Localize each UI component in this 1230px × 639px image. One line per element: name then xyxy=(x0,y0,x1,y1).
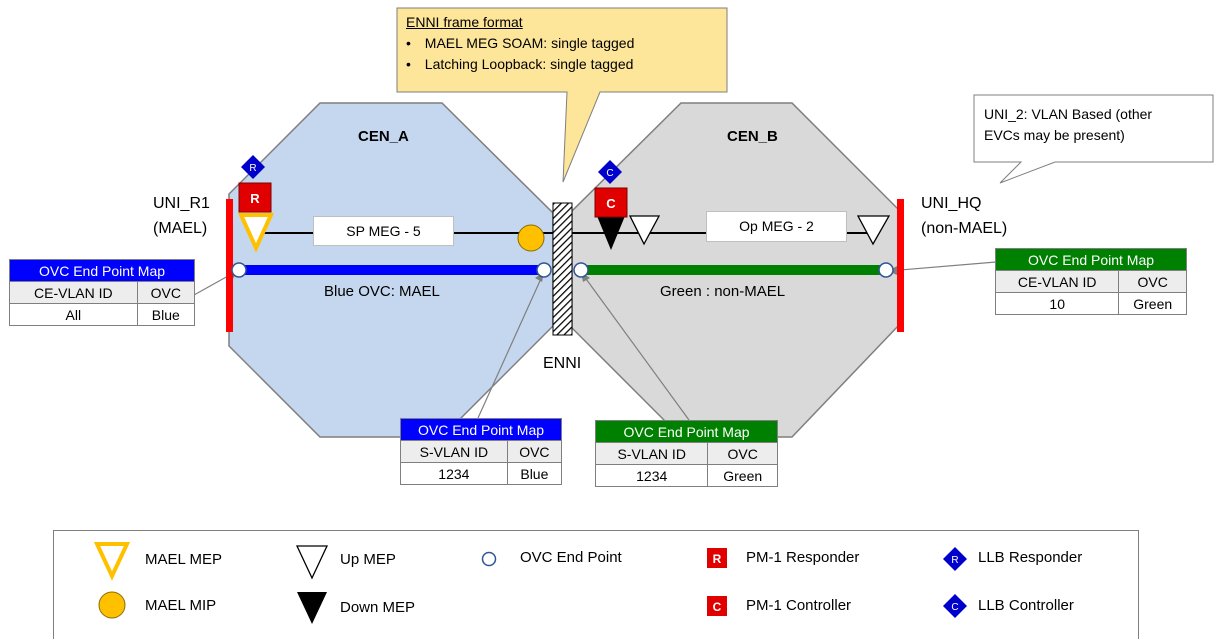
ovc-map-col: OVC xyxy=(707,442,778,465)
legend-pm1-controller-letter: C xyxy=(713,600,722,614)
ovc-end-point-uni-r1 xyxy=(231,262,247,278)
legend-llb-controller-icon xyxy=(943,594,967,618)
ovc-map-cell: All xyxy=(9,303,138,326)
legend-pm1-controller-label: PM-1 Controller xyxy=(746,597,852,614)
uni-r1-label: UNI_R1 (MAEL) xyxy=(153,191,210,241)
ovc-end-point-enni-a xyxy=(536,262,552,278)
pm1-responder-icon xyxy=(238,182,272,213)
enni-callout-title: ENNI frame format xyxy=(406,14,523,30)
legend-ovc-end-point-icon xyxy=(481,551,497,567)
ovc-map-col: CE-VLAN ID xyxy=(994,270,1120,293)
enni-callout: ENNI frame format • MAEL MEG SOAM: singl… xyxy=(406,12,634,75)
uni-hq-bar xyxy=(897,199,904,332)
legend-pm1-responder-letter: R xyxy=(713,552,722,566)
legend-down-mep-icon xyxy=(297,592,327,624)
ovc-map-col: OVC xyxy=(1118,270,1187,293)
cen-a-label: CEN_A xyxy=(358,128,409,145)
legend-pm1-responder-icon xyxy=(707,548,727,568)
sp-meg-label: SP MEG - 5 xyxy=(313,216,454,246)
legend-llb-responder-label: LLB Responder xyxy=(978,549,1083,566)
legend-ovc-end-point-label: OVC End Point xyxy=(520,549,622,566)
legend-up-mep-label: Up MEP xyxy=(340,551,396,568)
uni-r1-label-line: UNI_R1 xyxy=(153,195,210,212)
llb-controller-icon xyxy=(598,160,622,184)
enni-callout-bullet: • Latching Loopback: single tagged xyxy=(406,56,634,72)
legend-llb-responder-icon xyxy=(943,547,967,571)
op-meg-label: Op MEG - 2 xyxy=(706,211,847,242)
uni2-callout: UNI_2: VLAN Based (other EVCs may be pre… xyxy=(984,104,1152,146)
ovc-map-col: CE-VLAN ID xyxy=(9,281,138,304)
green-ovc-label: Green : non-MAEL xyxy=(660,283,786,300)
enni-label: ENNI xyxy=(543,355,582,372)
ovc-map-cell: Blue xyxy=(136,303,196,326)
legend-up-mep-icon xyxy=(295,545,329,580)
ovc-map-cell: Green xyxy=(1118,292,1187,315)
ovc-map-col: OVC xyxy=(506,440,563,463)
ovc-end-point-uni-hq xyxy=(878,262,894,278)
blue-ovc-label: Blue OVC: MAEL xyxy=(324,283,440,300)
mael-mip-icon xyxy=(517,224,545,252)
enni-bar xyxy=(552,202,573,336)
ovc-map-col: OVC xyxy=(136,281,196,304)
pm1-controller-letter: C xyxy=(606,196,616,211)
uni2-callout-line: EVCs may be present) xyxy=(984,127,1125,143)
ovc-map-cell: 1234 xyxy=(400,462,508,485)
legend-mael-mip-icon xyxy=(98,591,126,619)
uni-hq-label-line: UNI_HQ xyxy=(921,195,982,212)
ovc-map-cell: Blue xyxy=(506,462,563,485)
legend-pm1-controller-icon xyxy=(707,596,727,616)
llb-controller-letter: C xyxy=(606,168,613,179)
ovc-map-col: S-VLAN ID xyxy=(400,440,508,463)
ovc-map-col: S-VLAN ID xyxy=(594,442,709,465)
uni2-callout-line: UNI_2: VLAN Based (other xyxy=(984,106,1153,122)
enni-b-map-pointer xyxy=(580,271,690,421)
llb-responder-icon xyxy=(241,155,265,179)
uni-r1-bar xyxy=(226,199,233,332)
enni-a-map-pointer xyxy=(477,271,545,419)
enni-callout-bullet: • MAEL MEG SOAM: single tagged xyxy=(406,35,635,51)
ovc-map-title: OVC End Point Map xyxy=(400,418,562,441)
mael-mep-icon xyxy=(237,213,275,253)
uni-hq-label-line: (non-MAEL) xyxy=(921,220,1008,237)
legend-mael-mep-icon xyxy=(93,542,131,581)
legend-llb-controller-letter: C xyxy=(951,602,958,613)
up-mep-icon xyxy=(856,215,891,246)
ovc-map-cell: 10 xyxy=(994,292,1120,315)
legend-llb-responder-letter: R xyxy=(951,555,958,566)
legend-mael-mip-label: MAEL MIP xyxy=(145,597,217,614)
pm1-responder-letter: R xyxy=(250,191,260,206)
ovc-map-title: OVC End Point Map xyxy=(9,259,195,282)
uni-hq-map-pointer xyxy=(887,261,997,272)
up-mep-icon xyxy=(628,215,661,246)
legend-down-mep-label: Down MEP xyxy=(340,599,416,616)
uni-r1-label-line: (MAEL) xyxy=(153,220,208,237)
ovc-end-point-enni-b xyxy=(573,262,589,278)
cen-b-label: CEN_B xyxy=(727,128,778,145)
legend-mael-mep-label: MAEL MEP xyxy=(145,551,222,568)
down-mep-icon xyxy=(597,216,625,250)
ovc-map-title: OVC End Point Map xyxy=(595,420,778,443)
llb-responder-letter: R xyxy=(249,163,256,174)
enni-callout-shape xyxy=(396,7,728,183)
legend-pm1-responder-label: PM-1 Responder xyxy=(746,549,860,566)
ovc-map-cell: Green xyxy=(707,464,778,487)
pm1-controller-icon xyxy=(594,187,628,218)
legend-llb-controller-label: LLB Controller xyxy=(978,597,1074,614)
ovc-map-title: OVC End Point Map xyxy=(995,248,1187,271)
uni2-callout-shape xyxy=(973,94,1214,184)
uni-hq-label: UNI_HQ (non-MAEL) xyxy=(921,191,1007,241)
ovc-map-cell: 1234 xyxy=(594,464,709,487)
